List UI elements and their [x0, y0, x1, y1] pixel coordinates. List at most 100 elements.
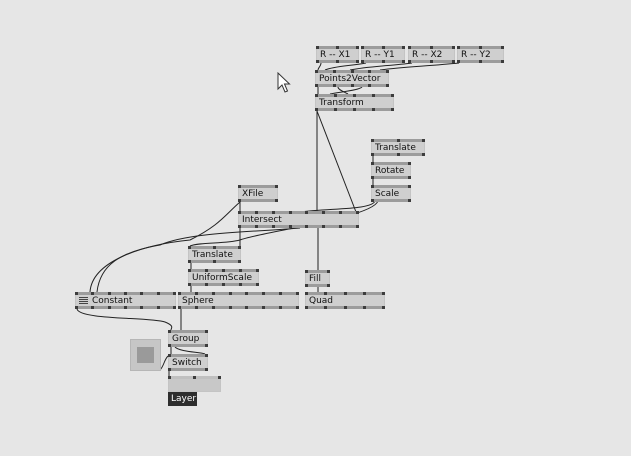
pin[interactable] — [353, 94, 356, 97]
pin[interactable] — [256, 283, 259, 286]
pin[interactable] — [289, 225, 292, 228]
pin[interactable] — [239, 283, 242, 286]
pin[interactable] — [262, 306, 265, 309]
node-xfile[interactable]: XFile — [238, 185, 278, 202]
node-quad[interactable]: Quad — [305, 292, 385, 309]
pin[interactable] — [382, 292, 385, 295]
pin[interactable] — [408, 199, 411, 202]
pin[interactable] — [108, 292, 111, 295]
pin[interactable] — [213, 246, 216, 249]
node-r-y1[interactable]: R -- Y1 — [361, 46, 405, 63]
pin[interactable] — [371, 199, 374, 202]
pin[interactable] — [188, 269, 191, 272]
pin[interactable] — [238, 225, 241, 228]
pin[interactable] — [255, 211, 258, 214]
pin[interactable] — [351, 84, 354, 87]
pin[interactable] — [238, 199, 241, 202]
pin[interactable] — [108, 306, 111, 309]
pin[interactable] — [452, 46, 455, 49]
pin[interactable] — [279, 306, 282, 309]
pin[interactable] — [91, 306, 94, 309]
pin[interactable] — [168, 344, 171, 347]
node-fill[interactable]: Fill — [305, 270, 330, 287]
pin[interactable] — [363, 292, 366, 295]
pin[interactable] — [336, 60, 339, 63]
preview-node[interactable] — [130, 339, 161, 371]
pin[interactable] — [256, 269, 259, 272]
pin[interactable] — [371, 139, 374, 142]
pin[interactable] — [315, 94, 318, 97]
pin[interactable] — [315, 70, 318, 73]
pin[interactable] — [371, 162, 374, 165]
pin[interactable] — [205, 330, 208, 333]
pin[interactable] — [327, 270, 330, 273]
pin[interactable] — [157, 306, 160, 309]
pin[interactable] — [408, 46, 411, 49]
pin[interactable] — [408, 176, 411, 179]
pin[interactable] — [501, 60, 504, 63]
node-uniformscale[interactable]: UniformScale — [188, 269, 259, 286]
pin[interactable] — [339, 225, 342, 228]
pin[interactable] — [205, 283, 208, 286]
pin[interactable] — [363, 306, 366, 309]
pin[interactable] — [140, 306, 143, 309]
node-switch[interactable]: Switch — [168, 354, 208, 371]
pin[interactable] — [229, 292, 232, 295]
pin[interactable] — [168, 368, 171, 371]
pin[interactable] — [361, 46, 364, 49]
node-rotate[interactable]: Rotate — [371, 162, 411, 179]
pin[interactable] — [397, 153, 400, 156]
pin[interactable] — [238, 260, 241, 263]
pin[interactable] — [327, 284, 330, 287]
pin[interactable] — [372, 94, 375, 97]
pin[interactable] — [296, 306, 299, 309]
pin[interactable] — [222, 269, 225, 272]
pin[interactable] — [353, 108, 356, 111]
pin[interactable] — [333, 70, 336, 73]
pin[interactable] — [368, 84, 371, 87]
pin[interactable] — [322, 225, 325, 228]
pin[interactable] — [371, 153, 374, 156]
node-constant[interactable]: Constant — [75, 292, 176, 309]
node-intersect[interactable]: Intersect — [238, 211, 359, 228]
pin[interactable] — [275, 199, 278, 202]
pin[interactable] — [501, 46, 504, 49]
pin[interactable] — [430, 60, 433, 63]
node-transform[interactable]: Transform — [315, 94, 394, 111]
pin[interactable] — [402, 60, 405, 63]
pin[interactable] — [193, 376, 196, 379]
pin[interactable] — [279, 292, 282, 295]
pin[interactable] — [336, 46, 339, 49]
pin[interactable] — [245, 292, 248, 295]
pin[interactable] — [457, 60, 460, 63]
pin[interactable] — [315, 84, 318, 87]
pin[interactable] — [212, 306, 215, 309]
pin[interactable] — [238, 185, 241, 188]
pin[interactable] — [212, 292, 215, 295]
pin[interactable] — [168, 376, 171, 379]
pin[interactable] — [305, 225, 308, 228]
pin[interactable] — [408, 162, 411, 165]
pin[interactable] — [430, 46, 433, 49]
pin[interactable] — [356, 211, 359, 214]
pin[interactable] — [238, 246, 241, 249]
pin[interactable] — [333, 84, 336, 87]
pin[interactable] — [382, 46, 385, 49]
pin[interactable] — [188, 246, 191, 249]
pin[interactable] — [479, 60, 482, 63]
pin[interactable] — [339, 211, 342, 214]
node-r-x2[interactable]: R -- X2 — [408, 46, 455, 63]
pin[interactable] — [173, 292, 176, 295]
node-translate-top[interactable]: Translate — [371, 139, 425, 156]
pin[interactable] — [391, 94, 394, 97]
pin[interactable] — [422, 153, 425, 156]
pin[interactable] — [334, 108, 337, 111]
pin[interactable] — [382, 306, 385, 309]
pin[interactable] — [272, 225, 275, 228]
pin[interactable] — [195, 306, 198, 309]
pin[interactable] — [178, 292, 181, 295]
node-layer-output[interactable] — [168, 376, 221, 392]
pin[interactable] — [316, 60, 319, 63]
pin[interactable] — [124, 306, 127, 309]
